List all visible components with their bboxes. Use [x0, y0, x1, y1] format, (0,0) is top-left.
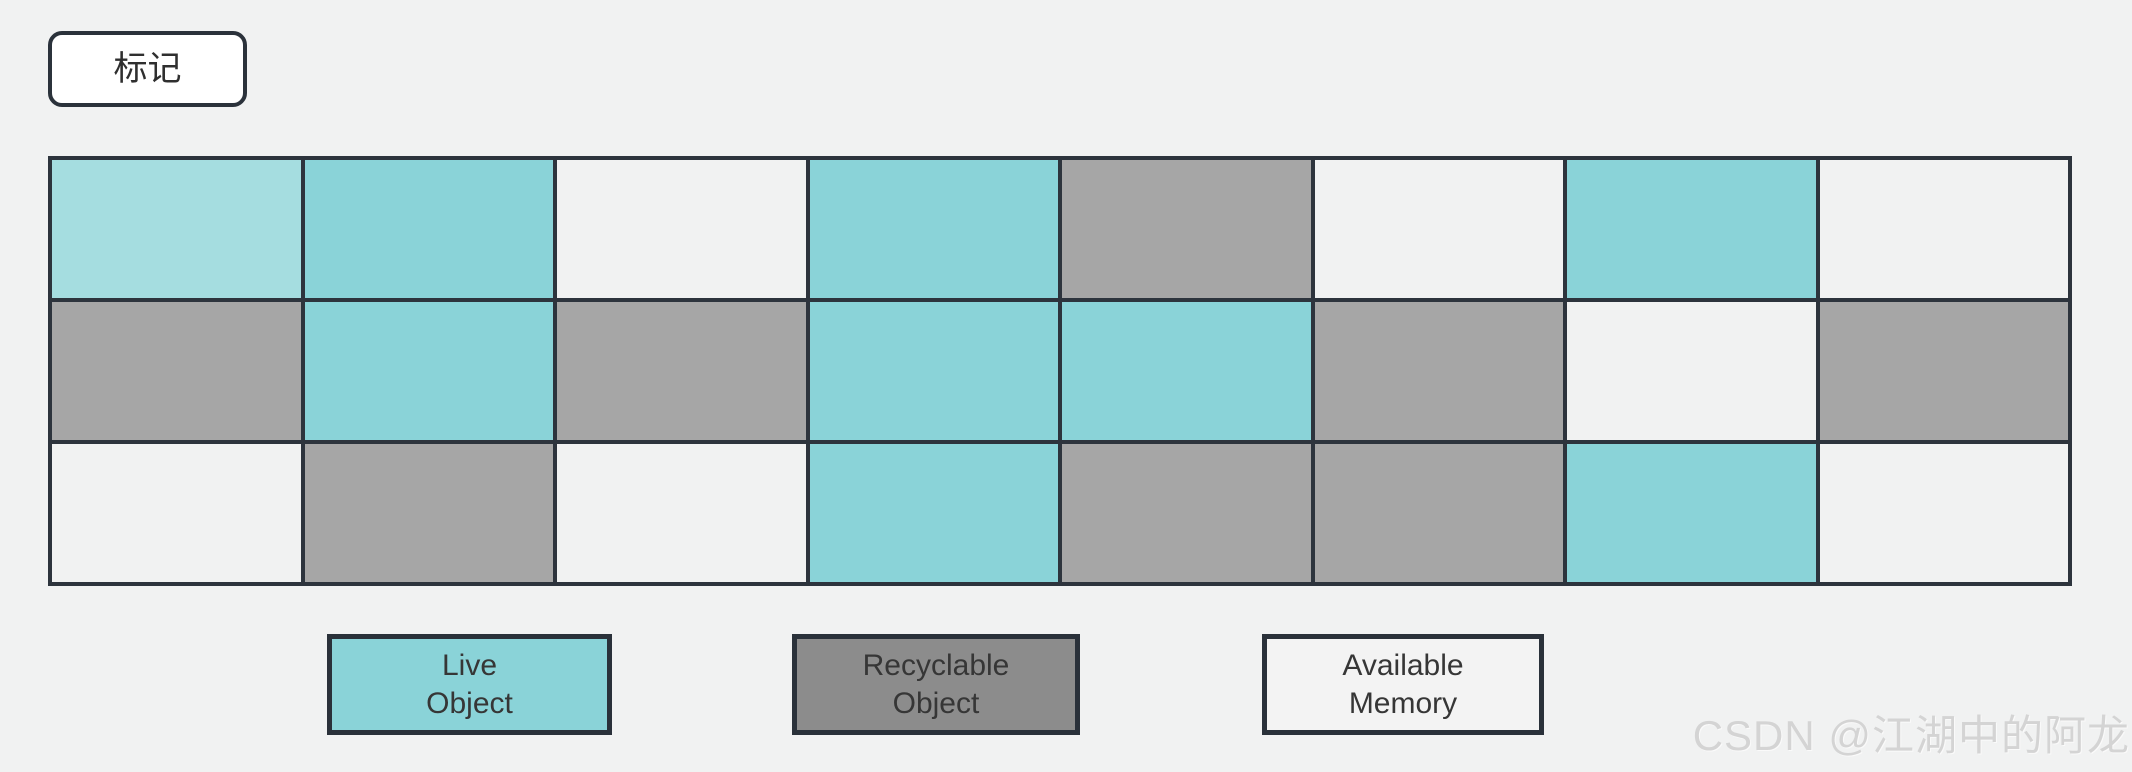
- memory-cell-r2c6: [1314, 302, 1563, 440]
- memory-cell-r2c4: [809, 302, 1058, 440]
- memory-cell-r1c4: [809, 160, 1058, 298]
- heap-memory-grid: [48, 156, 2072, 586]
- memory-cell-r3c8: [1819, 444, 2068, 582]
- memory-cell-r1c6: [1314, 160, 1563, 298]
- memory-cell-r2c8: [1819, 302, 2068, 440]
- memory-cell-r1c1: [52, 160, 301, 298]
- memory-cell-r1c3: [557, 160, 806, 298]
- memory-cell-r3c4: [809, 444, 1058, 582]
- memory-cell-r3c5: [1062, 444, 1311, 582]
- memory-cell-r3c7: [1567, 444, 1816, 582]
- memory-cell-r2c5: [1062, 302, 1311, 440]
- memory-cell-r2c3: [557, 302, 806, 440]
- memory-cell-r3c6: [1314, 444, 1563, 582]
- legend-box-available-memory: Available Memory: [1262, 634, 1544, 735]
- mark-button[interactable]: 标记: [48, 31, 247, 107]
- memory-cell-r1c5: [1062, 160, 1311, 298]
- memory-cell-r3c3: [557, 444, 806, 582]
- memory-cell-r3c1: [52, 444, 301, 582]
- csdn-watermark: CSDN @江湖中的阿龙: [1692, 712, 2130, 759]
- memory-cell-r2c1: [52, 302, 301, 440]
- legend-box-recyclable-object: Recyclable Object: [792, 634, 1080, 735]
- memory-cell-r2c2: [304, 302, 553, 440]
- memory-cell-r1c2: [304, 160, 553, 298]
- memory-cell-r1c7: [1567, 160, 1816, 298]
- memory-cell-r3c2: [304, 444, 553, 582]
- memory-cell-r2c7: [1567, 302, 1816, 440]
- memory-cell-r1c8: [1819, 160, 2068, 298]
- legend-box-live-object: Live Object: [327, 634, 612, 735]
